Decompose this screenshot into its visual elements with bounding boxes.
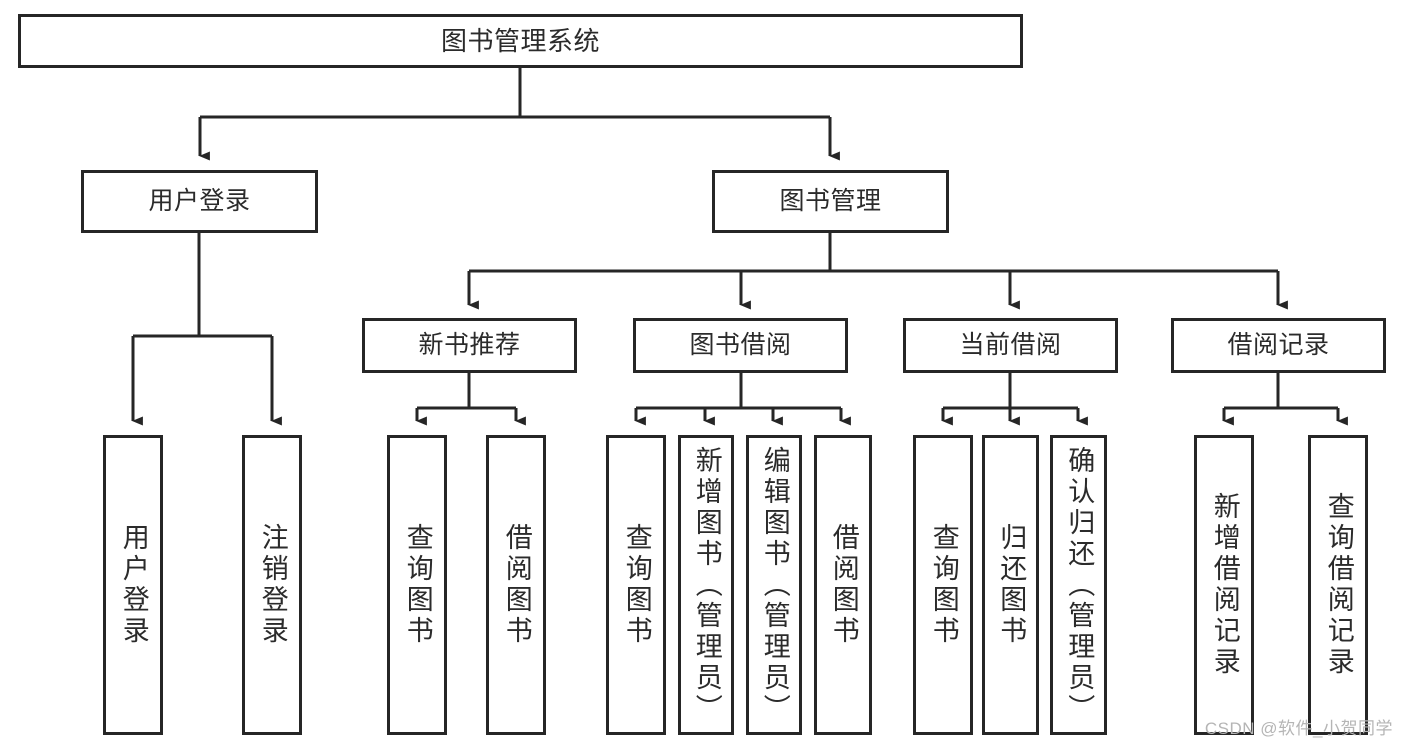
node-leaf-add-borrow-record[interactable]: 新增借阅记录 — [1194, 435, 1254, 735]
node-label: 用户登录 — [118, 523, 149, 647]
node-current-borrow[interactable]: 当前借阅 — [903, 318, 1118, 373]
node-leaf-query-book-2[interactable]: 查询图书 — [606, 435, 666, 735]
node-label: 查询图书 — [621, 523, 652, 647]
node-label: 用户登录 — [148, 187, 251, 215]
node-leaf-return-book[interactable]: 归还图书 — [982, 435, 1039, 735]
node-label: 编辑图书（管理员） — [759, 446, 790, 725]
node-leaf-edit-book[interactable]: 编辑图书（管理员） — [746, 435, 802, 735]
node-label: 借阅图书 — [501, 523, 532, 647]
node-label: 图书借阅 — [689, 331, 792, 359]
node-label: 注销登录 — [257, 523, 288, 647]
node-label: 借阅图书 — [828, 523, 859, 647]
node-new-book-recommend[interactable]: 新书推荐 — [362, 318, 577, 373]
node-label: 查询图书 — [402, 523, 433, 647]
node-leaf-add-book[interactable]: 新增图书（管理员） — [678, 435, 734, 735]
node-label: 查询图书 — [928, 523, 959, 647]
node-leaf-query-book-1[interactable]: 查询图书 — [387, 435, 447, 735]
node-label: 新增图书（管理员） — [691, 446, 722, 725]
node-leaf-borrow-book-1[interactable]: 借阅图书 — [486, 435, 546, 735]
node-label: 新增借阅记录 — [1209, 492, 1240, 678]
node-leaf-user-login[interactable]: 用户登录 — [103, 435, 163, 735]
node-leaf-confirm-return[interactable]: 确认归还（管理员） — [1050, 435, 1107, 735]
node-leaf-query-borrow-record[interactable]: 查询借阅记录 — [1308, 435, 1368, 735]
node-borrow-record[interactable]: 借阅记录 — [1171, 318, 1386, 373]
node-leaf-query-book-3[interactable]: 查询图书 — [913, 435, 973, 735]
node-label: 借阅记录 — [1227, 331, 1330, 359]
node-user-login[interactable]: 用户登录 — [81, 170, 318, 233]
node-label: 归还图书 — [996, 523, 1027, 647]
node-label: 图书管理 — [779, 187, 882, 215]
node-label: 确认归还（管理员） — [1064, 446, 1095, 725]
node-label: 图书管理系统 — [440, 25, 600, 56]
node-root-book-management-system[interactable]: 图书管理系统 — [18, 14, 1023, 68]
node-label: 查询借阅记录 — [1323, 492, 1354, 678]
node-label: 新书推荐 — [418, 331, 521, 359]
node-leaf-borrow-book-2[interactable]: 借阅图书 — [814, 435, 872, 735]
node-leaf-logout-login[interactable]: 注销登录 — [242, 435, 302, 735]
node-book-management[interactable]: 图书管理 — [712, 170, 949, 233]
node-label: 当前借阅 — [959, 331, 1062, 359]
node-book-borrow[interactable]: 图书借阅 — [633, 318, 848, 373]
